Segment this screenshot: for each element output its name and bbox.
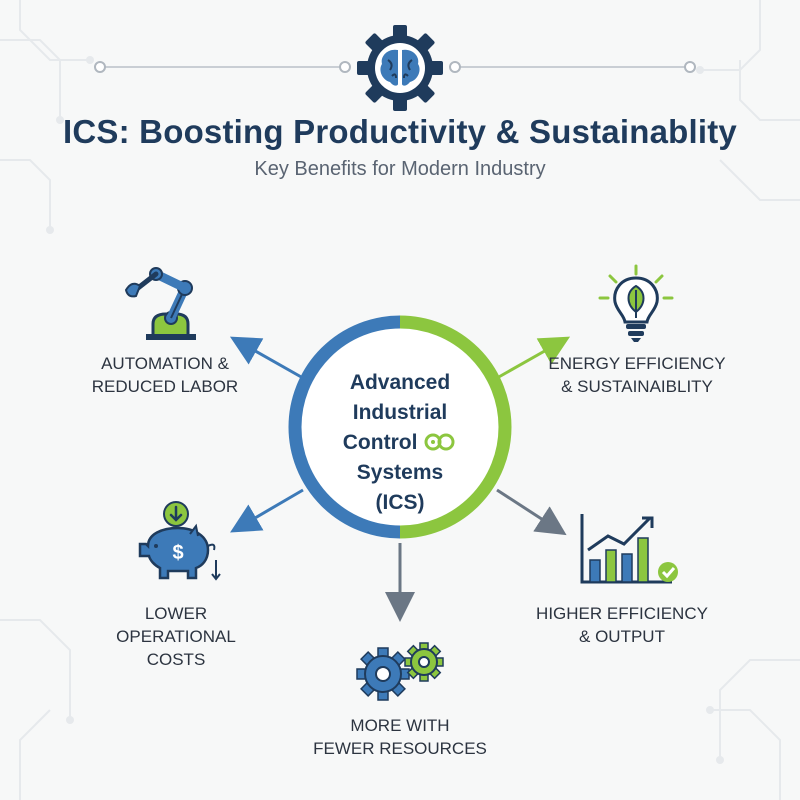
gears-icon — [356, 642, 444, 701]
arrow-energy — [496, 336, 571, 380]
benefit-label-line: AUTOMATION & — [101, 354, 229, 373]
growth-chart-icon — [580, 514, 678, 584]
benefit-label-line: MORE WITH — [350, 716, 450, 735]
benefit-label-line: & SUSTAINAIBLITY — [561, 377, 713, 396]
page-title: ICS: Boosting Productivity & Sustainabli… — [63, 113, 737, 150]
benefit-label-line: & OUTPUT — [579, 627, 665, 646]
center-line: (ICS) — [375, 491, 425, 514]
benefit-output: HIGHER EFFICIENCY & OUTPUT — [532, 602, 712, 648]
benefit-label-line: HIGHER EFFICIENCY — [536, 604, 708, 623]
benefit-label-line: REDUCED LABOR — [91, 377, 239, 396]
center-line: Advanced — [349, 371, 451, 394]
benefit-resources: MORE WITH FEWER RESOURCES — [310, 714, 490, 760]
infinity-link-icon — [424, 433, 455, 451]
robotic-arm-icon — [124, 267, 196, 340]
arrow-output — [496, 488, 567, 536]
benefit-label-line: ENERGY EFFICIENCY — [548, 354, 726, 373]
center-line: Control — [310, 428, 490, 458]
page-subtitle: Key Benefits for Modern Industry — [254, 158, 546, 180]
center-title: Advanced Industrial Control Systems (ICS… — [310, 368, 490, 518]
benefit-label-line: COSTS — [146, 650, 206, 669]
benefit-energy: ENERGY EFFICIENCY & SUSTAINAIBLITY — [547, 352, 727, 398]
center-ring-green — [399, 315, 512, 539]
benefit-label-line: LOWER OPERATIONAL — [116, 604, 236, 646]
arrow-costs — [230, 488, 304, 533]
brain-gear-icon — [357, 25, 443, 111]
center-ring-blue — [288, 315, 401, 539]
piggy-bank-icon: $ — [138, 501, 221, 581]
leaf-lightbulb-icon — [598, 264, 674, 342]
benefit-label-line: FEWER RESOURCES — [313, 739, 487, 758]
center-line: Industrial — [352, 401, 448, 424]
benefit-costs: LOWER OPERATIONAL COSTS — [92, 602, 260, 671]
center-line: Systems — [356, 461, 444, 484]
svg-text:$: $ — [172, 542, 183, 564]
benefit-automation: AUTOMATION & REDUCED LABOR — [85, 352, 245, 398]
arrow-automation — [229, 336, 304, 380]
